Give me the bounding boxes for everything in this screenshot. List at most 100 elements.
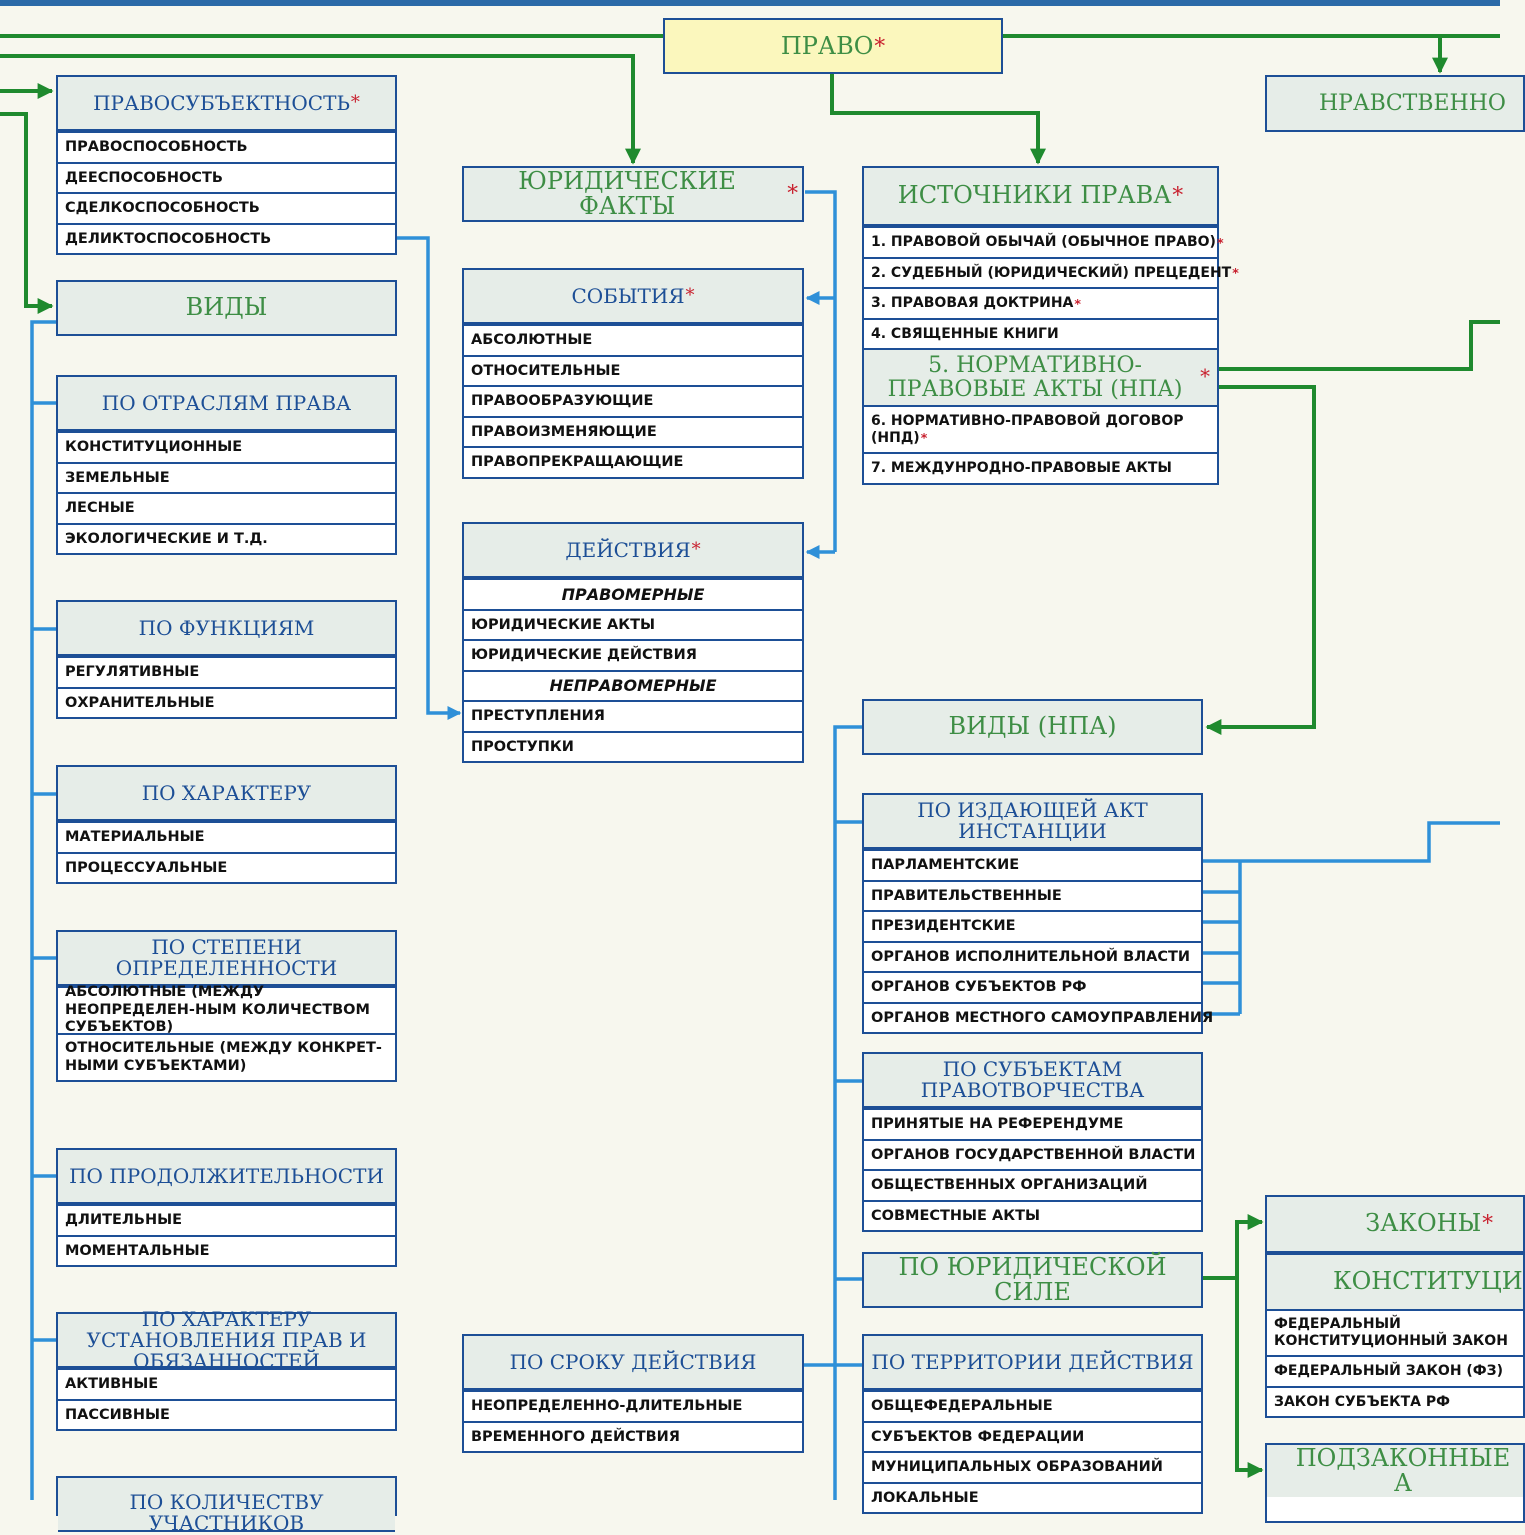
podzak-box: ПОДЗАКОННЫЕ А (1265, 1443, 1525, 1523)
istochniki-item-mark: * (1232, 265, 1239, 281)
yurfakty-box: ЮРИДИЧЕСКИЕ ФАКТЫ * (462, 166, 804, 222)
pravosub-item: ДЕЛИКТОСПОСОБНОСТЬ (58, 222, 395, 254)
otrasl-item: ЛЕСНЫЕ (58, 492, 395, 523)
nravstv-box: НРАВСТВЕННО (1265, 75, 1525, 132)
istochniki-item-mark: * (1074, 295, 1081, 311)
yurfakty-title: ЮРИДИЧЕСКИЕ ФАКТЫ (518, 166, 736, 220)
sobytiya-item: АБСОЛЮТНЫЕ (464, 324, 802, 355)
sobytiya-mark: * (685, 284, 695, 306)
prodolzh-title: ПО ПРОДОЛЖИТЕЛЬНОСТИ (58, 1150, 395, 1204)
stepen-item: ОТНОСИТЕЛЬНЫЕ (МЕЖДУ КОНКРЕТ-НЫМИ СУБЪЕК… (58, 1033, 395, 1080)
istochniki-item-text: 2. СУДЕБНЫЙ (ЮРИДИЧЕСКИЙ) ПРЕЦЕДЕНТ (871, 264, 1232, 281)
otrasl-item: ЭКОЛОГИЧЕСКИЕ И Т.Д. (58, 522, 395, 554)
sobytiya-item: ПРАВОПРЕКРАЩАЮЩИЕ (464, 446, 802, 477)
green-line-to-zakony (1203, 1214, 1264, 1280)
ustanov-box: ПО ХАРАКТЕРУ УСТАНОВЛЕНИЯ ПРАВ И ОБЯЗАНН… (56, 1308, 397, 1431)
territ-item: СУБЪЕКТОВ ФЕДЕРАЦИИ (864, 1420, 1201, 1452)
territ-title: ПО ТЕРРИТОРИИ ДЕЙСТВИЯ (864, 1336, 1201, 1390)
ustanov-title: ПО ХАРАКТЕРУ УСТАНОВЛЕНИЯ ПРАВ И ОБЯЗАНН… (58, 1308, 395, 1371)
zakony-mark: * (1482, 1210, 1493, 1236)
istochniki-item-mark: * (1216, 234, 1224, 250)
deistviya-box: ДЕЙСТВИЯ* ПРАВОМЕРНЫЕ ЮРИДИЧЕСКИЕ АКТЫ Ю… (462, 522, 804, 763)
subekt-item: ОБЩЕСТВЕННЫХ ОРГАНИЗАЦИЙ (864, 1169, 1201, 1200)
istochniki-npa: 5. НОРМАТИВНО-ПРАВОВЫЕ АКТЫ (НПА)* (864, 348, 1217, 405)
otrasl-item: КОНСТИТУЦИОННЫЕ (58, 431, 395, 462)
funk-title: ПО ФУНКЦИЯМ (58, 602, 395, 656)
izdayush-item: ПРАВИТЕЛЬСТВЕННЫЕ (864, 879, 1201, 911)
istochniki-item: 4. СВЯЩЕННЫЕ КНИГИ (864, 317, 1217, 349)
deistviya-item: ЮРИДИЧЕСКИЕ ДЕЙСТВИЯ (464, 639, 802, 670)
istochniki-item6: 6. НОРМАТИВНО-ПРАВОВОЙ ДОГОВОР (НПД)* (864, 405, 1217, 452)
istochniki-item6-wrap: 6. НОРМАТИВНО-ПРАВОВОЙ ДОГОВОР (НПД)* (871, 413, 1210, 447)
territ-item: ОБЩЕФЕДЕРАЛЬНЫЕ (864, 1390, 1201, 1421)
subekt-item: СОВМЕСТНЫЕ АКТЫ (864, 1199, 1201, 1231)
ustanov-item: ПАССИВНЫЕ (58, 1398, 395, 1430)
harakter-item: МАТЕРИАЛЬНЫЕ (58, 821, 395, 852)
pravosub-item: ДЕЕСПОСОБНОСТЬ (58, 161, 395, 193)
deistviya-unlawful-label: НЕПРАВОМЕРНЫЕ (464, 669, 802, 701)
stepen-title: ПО СТЕПЕНИ ОПРЕДЕЛЕННОСТИ (58, 932, 395, 986)
territ-item: МУНИЦИПАЛЬНЫХ ОБРАЗОВАНИЙ (864, 1451, 1201, 1482)
stepen-item: АБСОЛЮТНЫЕ (МЕЖДУ НЕОПРЕДЕЛЕН-НЫМ КОЛИЧЕ… (58, 984, 395, 1035)
blue-line-izdayush-bracket (1203, 861, 1242, 1016)
izdayush-item: ОРГАНОВ МЕСТНОГО САМОУПРАВЛЕНИЯ (864, 1001, 1213, 1033)
sobytiya-item: ПРАВОИЗМЕНЯЮЩИЕ (464, 415, 802, 447)
istochniki-box: ИСТОЧНИКИ ПРАВА* 1. ПРАВОВОЙ ОБЫЧАЙ (ОБЫ… (862, 166, 1239, 485)
prodolzh-item: МОМЕНТАЛЬНЫЕ (58, 1234, 395, 1266)
territ-box: ПО ТЕРРИТОРИИ ДЕЙСТВИЯ ОБЩЕФЕДЕРАЛЬНЫЕ С… (862, 1334, 1203, 1514)
pravosub-header: ПРАВОСУБЪЕКТНОСТЬ* (58, 77, 395, 131)
izdayush-item: ОРГАНОВ ИСПОЛНИТЕЛЬНОЙ ВЛАСТИ (864, 940, 1201, 972)
subekt-item: ПРИНЯТЫЕ НА РЕФЕРЕНДУМЕ (864, 1108, 1201, 1139)
zakony-sub: КОНСТИТУЦИ (1267, 1253, 1523, 1309)
prodolzh-item: ДЛИТЕЛЬНЫЕ (58, 1204, 395, 1235)
izdayush-item: ПАРЛАМЕНТСКИЕ (864, 849, 1201, 880)
green-line-to-podzak (1235, 1278, 1264, 1478)
pravo-title: ПРАВО (780, 32, 874, 60)
izdayush-item: ОРГАНОВ СУБЪЕКТОВ РФ (864, 971, 1201, 1002)
zakony-title: ЗАКОНЫ (1365, 1209, 1482, 1238)
blue-line-vidy-spine (30, 320, 56, 1500)
deistviya-lawful-label: ПРАВОМЕРНЫЕ (464, 578, 802, 609)
srok-item: ВРЕМЕННОГО ДЕЙСТВИЯ (464, 1420, 802, 1452)
sobytiya-title: СОБЫТИЯ (571, 283, 685, 308)
blue-line-yurfakty-bracket (805, 190, 837, 552)
blue-line-pravosub-to-prestupleniya (397, 236, 462, 720)
green-line-to-vidy (0, 112, 54, 314)
harakter-title: ПО ХАРАКТЕРУ (58, 767, 395, 821)
deistviya-item: ПРЕСТУПЛЕНИЯ (464, 700, 802, 731)
istochniki-item: 2. СУДЕБНЫЙ (ЮРИДИЧЕСКИЙ) ПРЕЦЕДЕНТ* (864, 256, 1239, 288)
deistviya-header: ДЕЙСТВИЯ* (464, 524, 802, 578)
subekt-title: ПО СУБЪЕКТАМ ПРАВОТВОРЧЕСТВА (864, 1054, 1201, 1108)
deistviya-item: ПРОСТУПКИ (464, 730, 802, 762)
zakony-box: ЗАКОНЫ* КОНСТИТУЦИ ФЕДЕРАЛЬНЫЙ КОНСТИТУЦ… (1265, 1195, 1525, 1418)
istochniki-npa-mark: * (1200, 365, 1210, 389)
green-line-to-yurfakty (0, 54, 641, 165)
kolvo-box: ПО КОЛИЧЕСТВУ УЧАСТНИКОВ (56, 1476, 397, 1534)
green-line-npa-right (1218, 320, 1500, 371)
sobytiya-header: СОБЫТИЯ* (464, 270, 802, 324)
pravosub-box: ПРАВОСУБЪЕКТНОСТЬ* ПРАВОСПОСОБНОСТЬ ДЕЕС… (56, 75, 397, 255)
harakter-item: ПРОЦЕССУАЛЬНЫЕ (58, 851, 395, 883)
zakony-item: ФЕДЕРАЛЬНЫЙ ЗАКОН (ФЗ) (1267, 1355, 1523, 1386)
blue-line-vidynpa-spine (833, 725, 863, 1500)
istochniki-mark: * (1172, 182, 1184, 208)
yurfakty-mark: * (787, 180, 798, 206)
territ-item: ЛОКАЛЬНЫЕ (864, 1481, 1201, 1513)
zakony-header: ЗАКОНЫ* (1267, 1197, 1523, 1253)
prodolzh-box: ПО ПРОДОЛЖИТЕЛЬНОСТИ ДЛИТЕЛЬНЫЕ МОМЕНТАЛ… (56, 1148, 397, 1267)
yursila-title: ПО ЮРИДИЧЕСКОЙ СИЛЕ (864, 1254, 1201, 1306)
istochniki-item6-mark: * (920, 429, 928, 445)
pravo-title-box: ПРАВО* (663, 18, 1003, 74)
sobytiya-box: СОБЫТИЯ* АБСОЛЮТНЫЕ ОТНОСИТЕЛЬНЫЕ ПРАВОО… (462, 268, 804, 479)
vidynpa-box: ВИДЫ (НПА) (862, 699, 1203, 755)
green-line-to-vidynpa (1205, 385, 1316, 735)
otrasl-title: ПО ОТРАСЛЯМ ПРАВА (58, 377, 395, 431)
istochniki-item6-text: 6. НОРМАТИВНО-ПРАВОВОЙ ДОГОВОР (НПД) (871, 412, 1184, 446)
pravosub-item: СДЕЛКОСПОСОБНОСТЬ (58, 192, 395, 223)
istochniki-item: 3. ПРАВОВАЯ ДОКТРИНА* (864, 287, 1217, 318)
sobytiya-item: ПРАВООБРАЗУЮЩИЕ (464, 385, 802, 416)
nravstv-title: НРАВСТВЕННО (1267, 77, 1523, 130)
pravo-mark: * (874, 33, 886, 59)
funk-box: ПО ФУНКЦИЯМ РЕГУЛЯТИВНЫЕ ОХРАНИТЕЛЬНЫЕ (56, 600, 397, 719)
harakter-box: ПО ХАРАКТЕРУ МАТЕРИАЛЬНЫЕ ПРОЦЕССУАЛЬНЫЕ (56, 765, 397, 884)
